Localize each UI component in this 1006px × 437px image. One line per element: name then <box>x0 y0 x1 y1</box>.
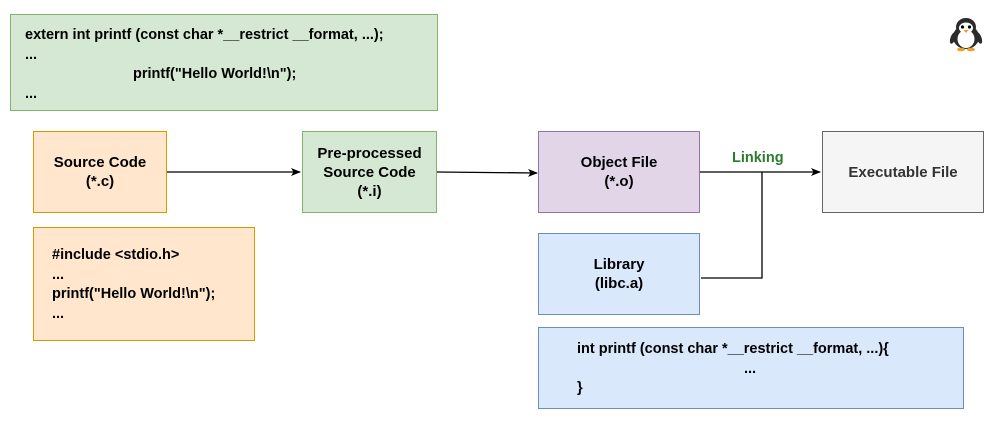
arrow-preprocessed-to-object <box>436 168 538 177</box>
code-line: } <box>577 380 583 396</box>
library-title: Library <box>593 256 645 273</box>
library-printf-definition: int printf (const char *__restrict __for… <box>538 327 964 409</box>
code-line: ... <box>25 46 38 63</box>
library-link-connector <box>701 172 763 279</box>
extern-declaration-box: extern int printf (const char *__restric… <box>10 14 438 111</box>
executable-file-box: Executable File <box>822 131 984 213</box>
code-line: extern int printf (const char *__restric… <box>25 27 384 43</box>
source-code-box: Source Code (*.c) <box>33 131 167 213</box>
object-file-title: Object File <box>580 154 658 171</box>
source-code-ext: (*.c) <box>85 173 115 190</box>
code-line: ... <box>25 85 38 102</box>
source-code-title: Source Code <box>53 154 147 171</box>
code-line: ... <box>744 360 757 377</box>
penguin-icon <box>949 18 983 52</box>
library-box: Library (libc.a) <box>538 233 700 315</box>
code-line: int printf (const char *__restrict __for… <box>577 341 889 357</box>
object-file-ext: (*.o) <box>604 173 634 190</box>
executable-file-title: Executable File <box>848 163 958 181</box>
preprocessed-source-box: Pre-processed Source Code (*.i) <box>302 131 437 213</box>
preprocessed-title-line2: Source Code <box>323 163 416 181</box>
linking-label: Linking <box>732 150 784 166</box>
code-line: ... <box>52 266 65 283</box>
code-line: printf("Hello World!\n"); <box>52 286 216 302</box>
code-line: #include <stdio.h> <box>52 247 180 263</box>
preprocessed-ext: (*.i) <box>357 182 382 200</box>
source-code-snippet: #include <stdio.h> ... printf("Hello Wor… <box>33 227 255 341</box>
code-line: printf("Hello World!\n"); <box>133 66 297 82</box>
code-line: ... <box>52 305 65 322</box>
preprocessed-title-line1: Pre-processed <box>317 144 422 162</box>
object-file-box: Object File (*.o) <box>538 131 700 213</box>
library-ext: (libc.a) <box>594 275 644 292</box>
